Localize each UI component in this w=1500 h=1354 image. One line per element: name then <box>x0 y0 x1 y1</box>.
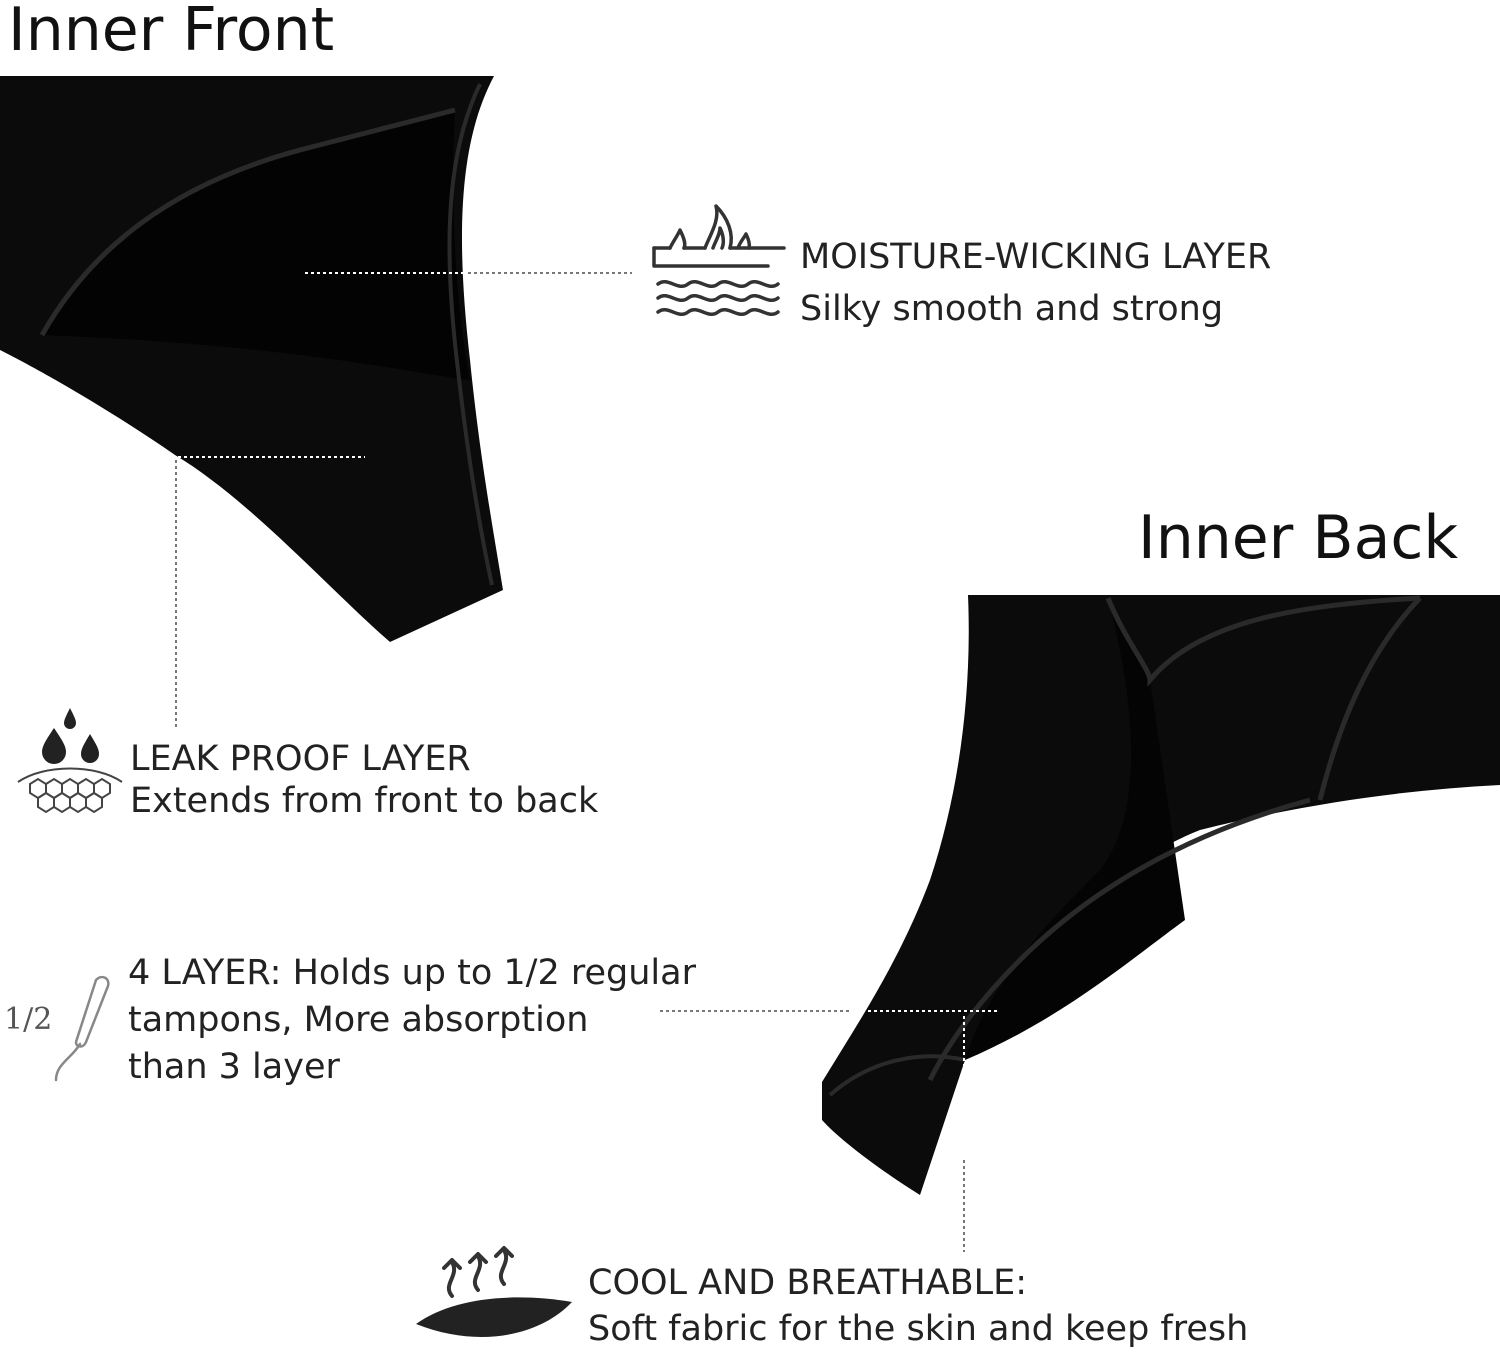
layer-line-1: 4 LAYER: Holds up to 1/2 regular <box>128 953 696 993</box>
inner-front-garment <box>0 76 503 642</box>
half-label: 1/2 <box>4 1002 53 1037</box>
leak-title: LEAK PROOF LAYER <box>130 739 471 779</box>
moisture-desc: Silky smooth and strong <box>800 289 1224 329</box>
tampon-icon: 1/2 <box>4 968 124 1090</box>
droplets-mesh-icon <box>17 708 123 814</box>
layer-line-2: tampons, More absorption <box>128 999 589 1040</box>
moisture-title: MOISTURE-WICKING LAYER <box>800 237 1272 277</box>
cool-title: COOL AND BREATHABLE: <box>588 1263 1028 1303</box>
leak-desc: Extends from front to back <box>130 781 599 821</box>
layer-text: 4 LAYER: Holds up to 1/2 regular tampons… <box>128 950 696 1091</box>
layer-line-3: than 3 layer <box>128 1046 340 1087</box>
flame-water-icon <box>652 204 786 316</box>
airflow-leaf-icon <box>416 1246 572 1337</box>
inner-back-heading: Inner Back <box>1138 503 1459 573</box>
inner-front-heading: Inner Front <box>8 0 335 65</box>
cool-desc: Soft fabric for the skin and keep fresh <box>588 1309 1249 1349</box>
